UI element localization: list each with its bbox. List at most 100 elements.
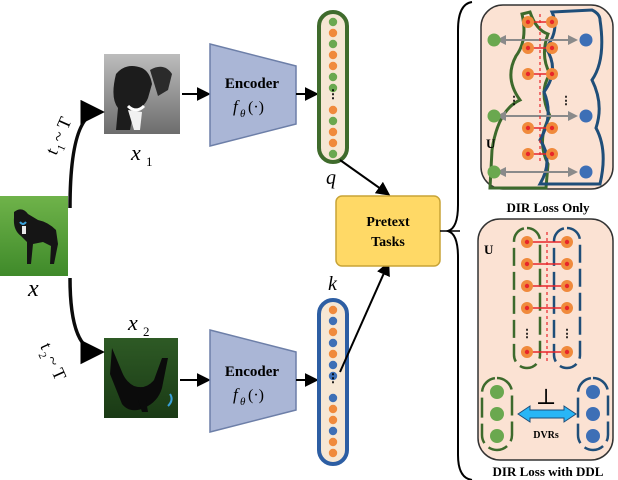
q-dot	[328, 149, 338, 159]
k-dot	[328, 327, 338, 337]
q-dot	[328, 61, 338, 71]
arrow-k-pretext	[339, 261, 390, 373]
panel-brace	[444, 1, 473, 480]
k-ellipsis: ⋮	[327, 371, 339, 385]
top-side-dots	[487, 33, 593, 179]
bottom-pair-right-core	[564, 239, 570, 245]
arrow-q-pretext	[339, 159, 391, 196]
k-dot	[328, 338, 338, 348]
svg-text:θ: θ	[240, 108, 246, 120]
encoder-bottom: Encoder f θ (·)	[209, 329, 297, 433]
t1-subscript: 1	[55, 143, 68, 153]
top-pair-right-core	[549, 19, 555, 25]
encoder-bottom-function: f θ (·)	[233, 385, 264, 408]
x2-symbol: x	[127, 310, 138, 335]
augmented-image-2	[104, 338, 178, 418]
svg-text:(·): (·)	[248, 387, 264, 404]
k-dot	[328, 349, 338, 359]
q-dot	[328, 39, 338, 49]
dvr-green-dot	[490, 429, 504, 443]
bottom-pair-right-core	[564, 305, 570, 311]
bottom-pair-left-core	[524, 283, 530, 289]
q-dot	[328, 50, 338, 60]
caption-dir-loss-only: DIR Loss Only	[506, 200, 590, 215]
bottom-blue-group	[552, 226, 582, 370]
q-dot	[328, 138, 338, 148]
panel-dir-loss-only: ⋮ ⋮ U	[480, 4, 614, 190]
bottom-u-label: U	[484, 242, 494, 257]
bottom-green-group	[512, 226, 542, 370]
top-pair-left-core	[525, 125, 531, 131]
top-blue-dot	[579, 33, 593, 47]
k-dot	[328, 371, 338, 381]
pretext-tasks-box: Pretext Tasks	[335, 195, 441, 267]
dvrs-label: DVRs	[533, 430, 559, 441]
q-dot	[328, 17, 338, 27]
svg-text:θ: θ	[240, 396, 246, 408]
x1-symbol: x	[130, 140, 141, 165]
bottom-pair-left-core	[524, 305, 530, 311]
dvr-green-dot	[490, 407, 504, 421]
caption-dir-loss-ddl: DIR Loss with DDL	[493, 464, 604, 479]
top-pair-left-core	[525, 151, 531, 157]
dvr-blue-dot	[586, 385, 600, 399]
top-green-dot	[487, 165, 501, 179]
q-label: q	[326, 167, 336, 189]
top-pair-right-core	[549, 45, 555, 51]
bottom-left-ellipsis: ⋮	[522, 328, 533, 340]
top-blue-dot	[579, 165, 593, 179]
dvr-green-group	[480, 376, 514, 452]
dvr-blue-dot	[586, 429, 600, 443]
k-dot	[328, 316, 338, 326]
top-blue-dot	[579, 109, 593, 123]
feature-k-dots	[328, 305, 338, 458]
k-dot	[328, 404, 338, 414]
top-left-ellipsis: ⋮	[509, 95, 520, 107]
q-dot	[328, 105, 338, 115]
encoder-top: Encoder f θ (·)	[209, 43, 297, 147]
svg-text:(·): (·)	[248, 99, 264, 116]
dvr-blue-dot	[586, 407, 600, 421]
t1-dist: ~ T	[47, 114, 75, 145]
augment-arrow-top	[68, 99, 105, 209]
k-dot	[328, 426, 338, 436]
x2-label: x 2	[127, 310, 150, 339]
q-dot	[328, 83, 338, 93]
bottom-pair-right-core	[564, 349, 570, 355]
svg-text:f: f	[233, 97, 240, 116]
top-pair-left-core	[525, 45, 531, 51]
k-dot	[328, 437, 338, 447]
q-ellipsis: ⋮	[327, 87, 339, 101]
k-dot	[328, 393, 338, 403]
q-dot	[328, 116, 338, 126]
top-green-dot	[487, 109, 501, 123]
k-dot	[328, 415, 338, 425]
q-dot	[328, 72, 338, 82]
bottom-pair-right-core	[564, 261, 570, 267]
k-label: k	[328, 273, 338, 295]
feature-k: ⋮	[317, 298, 349, 466]
feature-q-dots	[328, 17, 338, 159]
q-dot	[328, 127, 338, 137]
top-pair-left-core	[525, 71, 531, 77]
dvr-blue-group	[576, 376, 610, 452]
t2-subscript: 2	[36, 351, 49, 361]
k-dot	[328, 305, 338, 315]
top-pair-left-core	[525, 19, 531, 25]
dvr-green-dot	[490, 385, 504, 399]
x2-subscript: 2	[143, 324, 150, 339]
top-pair-right-core	[549, 151, 555, 157]
bottom-right-ellipsis: ⋮	[562, 328, 573, 340]
bottom-pair-left-core	[524, 349, 530, 355]
top-pair-right-core	[549, 71, 555, 77]
feature-q: ⋮	[317, 10, 349, 164]
svg-text:f: f	[233, 385, 240, 404]
x1-label: x 1	[130, 140, 153, 169]
q-dot	[328, 28, 338, 38]
encoder-top-title: Encoder	[225, 76, 280, 92]
x1-subscript: 1	[146, 154, 153, 169]
perp-symbol: ⊥	[536, 384, 557, 409]
t2-dist: ~ T	[42, 352, 70, 383]
k-dot	[328, 448, 338, 458]
